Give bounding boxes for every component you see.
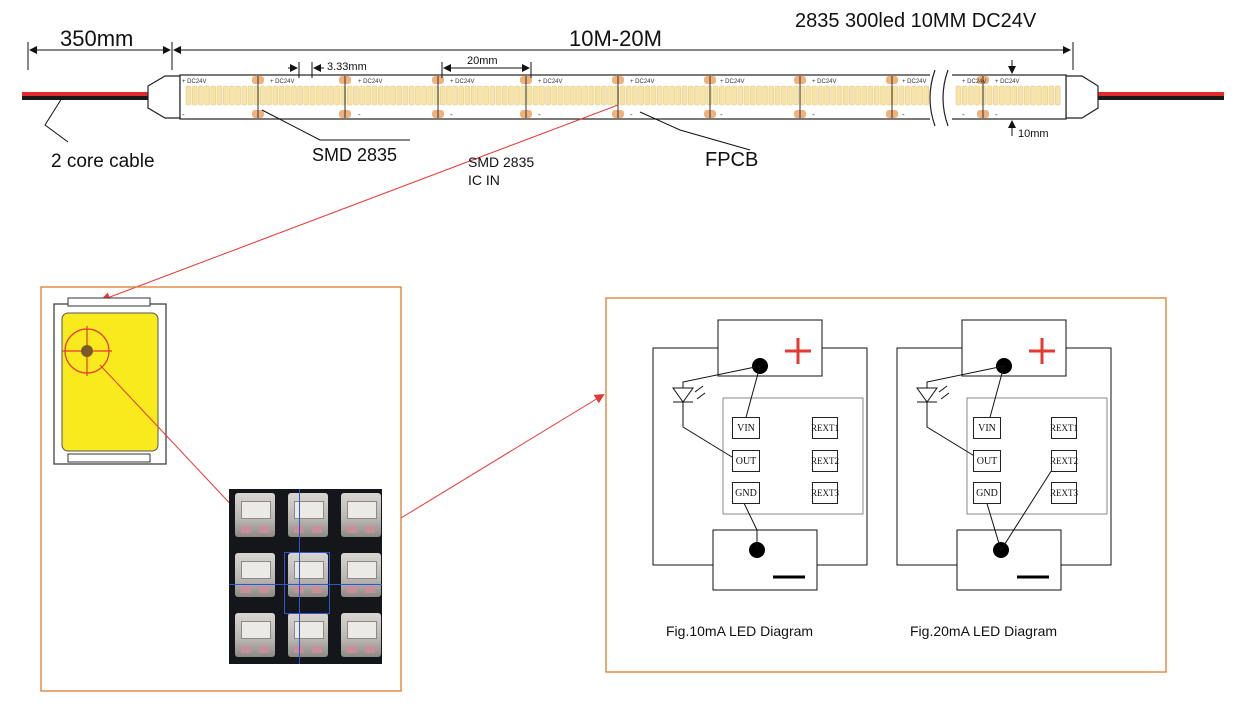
pin-out: OUT bbox=[973, 450, 1001, 472]
svg-text:+ DC24V: + DC24V bbox=[630, 79, 655, 85]
svg-text:+ DC24V: + DC24V bbox=[270, 79, 295, 85]
positive-terminal-icon bbox=[1029, 338, 1055, 364]
pin-rext1: REXT1 bbox=[1050, 417, 1078, 439]
cut-length-label: 20mm bbox=[467, 55, 498, 67]
svg-text:+ DC24V: + DC24V bbox=[962, 79, 987, 85]
svg-text:+ DC24V: + DC24V bbox=[995, 79, 1020, 85]
chip-micro-photo bbox=[229, 489, 382, 664]
pin-gnd: GND bbox=[973, 482, 1001, 504]
pin-vin: VIN bbox=[732, 417, 760, 439]
pin-rext1: REXT1 bbox=[811, 417, 839, 439]
strip-break-mark bbox=[929, 69, 949, 127]
svg-text:+ DC24V: + DC24V bbox=[720, 79, 745, 85]
svg-text:+ DC24V: + DC24V bbox=[450, 79, 475, 85]
pin-out: OUT bbox=[732, 450, 760, 472]
diagram-caption-20ma: Fig.20mA LED Diagram bbox=[910, 623, 1058, 639]
right-end-cap bbox=[1065, 75, 1099, 119]
smd-label: SMD 2835 bbox=[312, 145, 398, 165]
micro-crosshair bbox=[229, 584, 382, 585]
micro-chip-cell bbox=[235, 493, 275, 537]
chip-detail-box bbox=[40, 286, 402, 692]
ic-label-line2: IC IN bbox=[468, 172, 500, 188]
micro-chip-cell bbox=[341, 493, 381, 537]
cable-label: 2 core cable bbox=[51, 151, 155, 172]
fpcb-label: FPCB bbox=[705, 149, 759, 171]
svg-text:+ DC24V: + DC24V bbox=[182, 79, 207, 85]
svg-text:+ DC24V: + DC24V bbox=[538, 79, 563, 85]
strip-solder-pads: + DC24V - + DC24V - + DC24V - + DC24V - + DC24V -… bbox=[182, 76, 1020, 119]
micro-chip-cell bbox=[341, 613, 381, 657]
svg-text:-: - bbox=[450, 110, 453, 119]
left-cable bbox=[22, 92, 150, 100]
micro-chip-cell bbox=[288, 613, 328, 657]
pin-gnd: GND bbox=[732, 482, 760, 504]
led-symbol-icon bbox=[916, 385, 950, 403]
led-symbol-icon bbox=[672, 385, 706, 403]
width-label: 10mm bbox=[1018, 128, 1049, 140]
svg-text:-: - bbox=[538, 110, 541, 119]
smd-2835-chip bbox=[53, 297, 167, 465]
micro-crosshair bbox=[299, 489, 300, 664]
left-end-cap bbox=[147, 75, 181, 119]
pin-vin: VIN bbox=[973, 417, 1001, 439]
strip-led-row bbox=[185, 85, 1061, 106]
circuit-20ma bbox=[896, 319, 1112, 591]
pitch-label: 3.33mm bbox=[327, 61, 367, 73]
svg-text:-: - bbox=[962, 110, 965, 119]
micro-chip-cell bbox=[288, 553, 328, 597]
svg-text:-: - bbox=[630, 110, 633, 119]
pin-rext2: REXT2 bbox=[1050, 450, 1078, 472]
zoom-arrow-3 bbox=[400, 393, 605, 519]
micro-selection-box bbox=[284, 552, 330, 614]
svg-text:-: - bbox=[720, 110, 723, 119]
micro-chip-cell bbox=[288, 493, 328, 537]
pin-rext2: REXT2 bbox=[811, 450, 839, 472]
pin-rext3: REXT3 bbox=[811, 482, 839, 504]
micro-chip-cell bbox=[235, 553, 275, 597]
product-title: 2835 300led 10MM DC24V bbox=[795, 10, 1037, 32]
micro-chip-cell bbox=[341, 553, 381, 597]
zoom-arrow-1 bbox=[100, 104, 619, 302]
strip-length-label: 10M-20M bbox=[569, 26, 662, 51]
svg-text:-: - bbox=[812, 110, 815, 119]
svg-text:-: - bbox=[995, 110, 998, 119]
positive-terminal-icon bbox=[785, 338, 811, 364]
right-cable bbox=[1098, 92, 1224, 100]
svg-text:+ DC24V: + DC24V bbox=[902, 79, 927, 85]
ic-label-line1: SMD 2835 bbox=[468, 154, 535, 170]
svg-text:+ DC24V: + DC24V bbox=[812, 79, 837, 85]
micro-chip-cell bbox=[235, 613, 275, 657]
diagram-caption-10ma: Fig.10mA LED Diagram bbox=[666, 623, 814, 639]
cable-length-label: 350mm bbox=[60, 26, 134, 51]
pin-rext3: REXT3 bbox=[1050, 482, 1078, 504]
circuit-diagram-box bbox=[605, 297, 1167, 673]
svg-text:-: - bbox=[358, 110, 361, 119]
svg-text:-: - bbox=[182, 110, 185, 119]
svg-text:+ DC24V: + DC24V bbox=[358, 79, 383, 85]
svg-text:-: - bbox=[902, 110, 905, 119]
